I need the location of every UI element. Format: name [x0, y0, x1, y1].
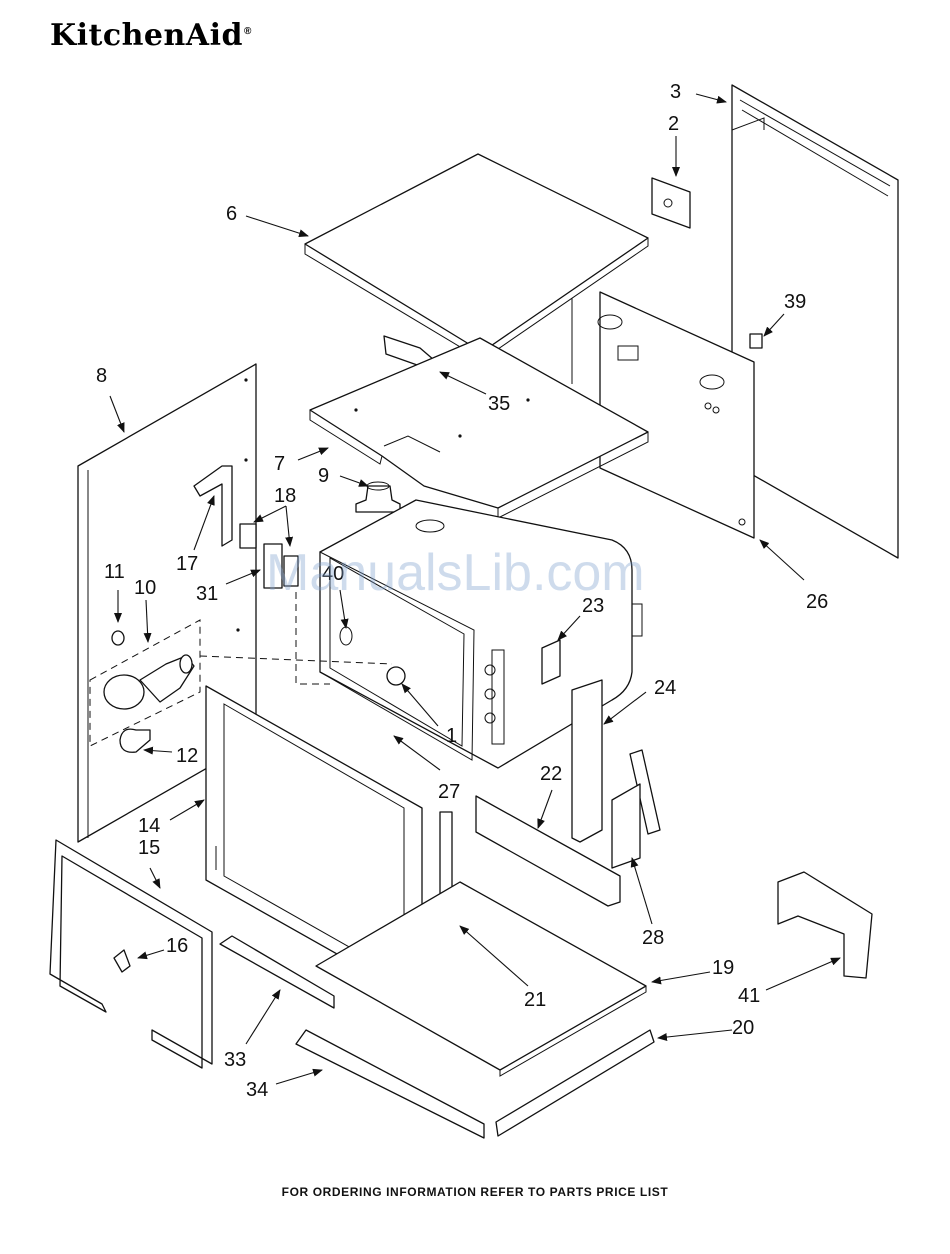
- watermark: ManualsLib.com: [266, 543, 645, 603]
- callout-9: 9: [318, 465, 329, 487]
- part-hinge: [612, 750, 660, 868]
- part-clip: [114, 950, 130, 972]
- callout-1: 1: [446, 725, 457, 747]
- callout-14: 14: [138, 815, 160, 837]
- callout-12: 12: [176, 745, 198, 767]
- part-kick-strip: [220, 936, 334, 1008]
- callout-2: 2: [668, 113, 679, 135]
- callout-6: 6: [226, 203, 237, 225]
- callout-41: 41: [738, 985, 760, 1007]
- part-side-bracket: [572, 680, 602, 842]
- part-top-panel: [305, 154, 648, 360]
- callout-3: 3: [670, 81, 681, 103]
- callout-27: 27: [438, 781, 460, 803]
- callout-8: 8: [96, 365, 107, 387]
- callout-35: 35: [488, 393, 510, 415]
- part-rear-panel: [732, 85, 898, 558]
- callout-31: 31: [196, 583, 218, 605]
- part-bracket: [652, 178, 690, 228]
- part-clip-39: [750, 334, 762, 348]
- part-knob: [387, 667, 405, 685]
- callout-28: 28: [642, 927, 664, 949]
- callout-34: 34: [246, 1079, 268, 1101]
- callout-19: 19: [712, 957, 734, 979]
- part-small-bracket: [542, 640, 560, 684]
- callout-7: 7: [274, 453, 285, 475]
- callout-20: 20: [732, 1017, 754, 1039]
- footer-note: FOR ORDERING INFORMATION REFER TO PARTS …: [0, 1185, 950, 1199]
- callout-21: 21: [524, 989, 546, 1011]
- part-vent-cover: [778, 872, 872, 978]
- callout-18: 18: [274, 485, 296, 507]
- callout-22: 22: [540, 763, 562, 785]
- callout-39: 39: [784, 291, 806, 313]
- callout-15: 15: [138, 837, 160, 859]
- part-thermostat: [356, 482, 400, 512]
- callout-11: 11: [104, 561, 125, 583]
- part-lower-trim: [296, 1030, 484, 1138]
- callout-33: 33: [224, 1049, 246, 1071]
- callout-17: 17: [176, 553, 198, 575]
- callout-26: 26: [806, 591, 828, 613]
- callout-16: 16: [166, 935, 188, 957]
- callout-10: 10: [134, 577, 156, 599]
- callout-24: 24: [654, 677, 676, 699]
- part-inner-top-cover: [310, 338, 648, 518]
